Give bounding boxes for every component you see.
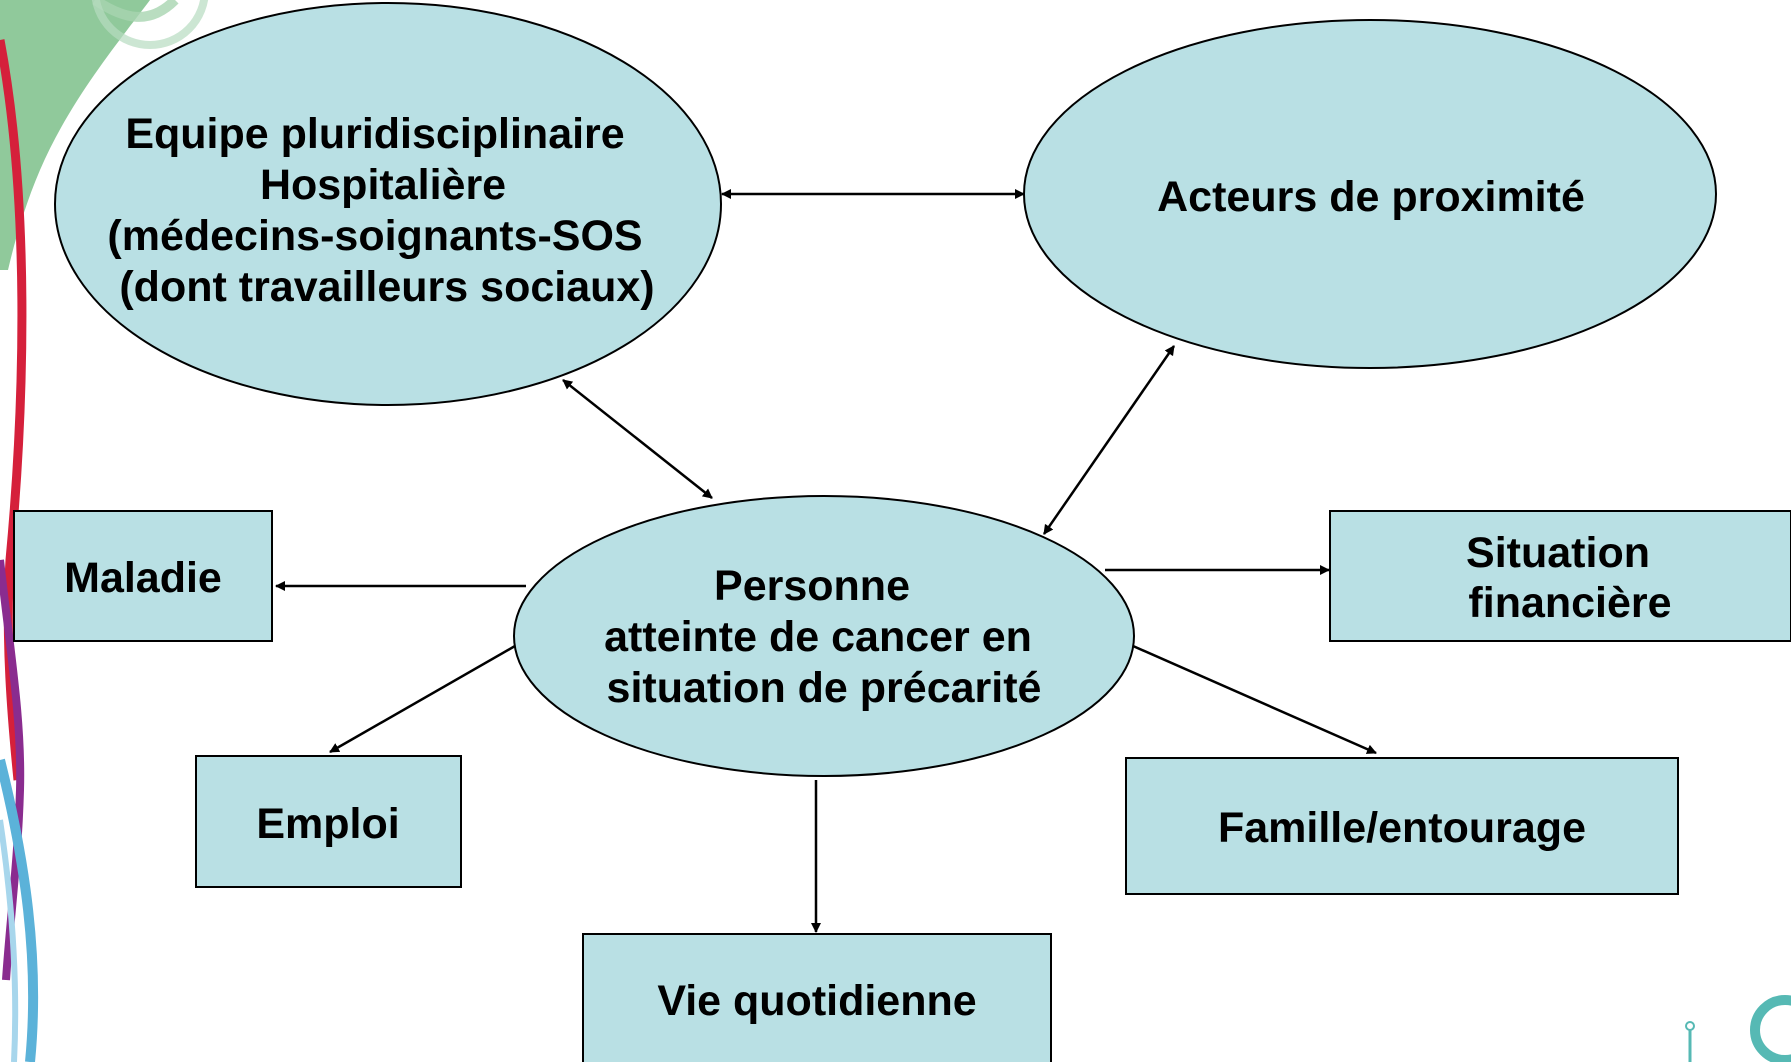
deco-blue-line (0, 758, 39, 1062)
node-vie-shape (582, 933, 1052, 1062)
node-maladie: Maladie (13, 510, 273, 642)
node-vie-label: Vie quotidienne (657, 977, 976, 1025)
node-acteurs-label: Acteurs de proximité (1157, 173, 1585, 221)
node-personne-label: Personne atteinte de cancer en situation… (604, 562, 1044, 712)
deco-ring-top (91, 0, 209, 49)
node-famille-line-1: Famille/entourage (1218, 804, 1586, 852)
node-situation-label: Situation financière (1466, 529, 1672, 627)
node-situation-shape (1329, 510, 1791, 642)
node-emploi-shape (195, 755, 462, 888)
deco-green-ring (92, 0, 179, 22)
node-equipe: Equipe pluridisciplinaire Hospitalière (… (54, 2, 722, 406)
node-personne-line-2: atteinte de cancer en (604, 613, 1032, 661)
node-acteurs-line-1: Acteurs de proximité (1157, 173, 1585, 221)
node-equipe-line-1: Equipe pluridisciplinaire (125, 110, 624, 158)
edge-personne-famille (1132, 644, 1377, 755)
node-equipe-label: Equipe pluridisciplinaire Hospitalière (… (107, 110, 654, 311)
node-personne-line-1: Personne (714, 562, 910, 610)
node-vie: Vie quotidienne (582, 933, 1052, 1062)
node-maladie-shape (13, 510, 273, 642)
node-equipe-line-4: (dont travailleurs sociaux) (119, 263, 654, 311)
deco-red-line (0, 39, 27, 781)
edge-personne-emploi (329, 644, 516, 754)
deco-green-swirl (0, 0, 150, 270)
node-acteurs: Acteurs de proximité (1023, 19, 1717, 369)
deco-pin-head (1685, 1021, 1695, 1031)
node-emploi-line-1: Emploi (256, 800, 399, 848)
edge-acteurs-personne (1042, 345, 1176, 535)
node-equipe-line-2: Hospitalière (260, 161, 506, 209)
deco-lightblue-line (0, 819, 19, 1062)
decoration-bottom-right (1685, 995, 1791, 1062)
edges (275, 189, 1377, 933)
edge-equipe-personne (562, 379, 713, 499)
node-emploi: Emploi (195, 755, 462, 888)
node-situation-line-2: financière (1468, 579, 1671, 627)
node-vie-line-1: Vie quotidienne (657, 977, 976, 1025)
deco-ring-bottom-right (1750, 995, 1791, 1062)
node-famille-label: Famille/entourage (1218, 804, 1586, 852)
node-personne: Personne atteinte de cancer en situation… (513, 495, 1135, 777)
node-acteurs-shape (1023, 19, 1717, 369)
node-personne-shape (513, 495, 1135, 777)
node-equipe-shape (54, 2, 722, 406)
node-personne-line-3: situation de précarité (607, 664, 1042, 712)
node-situation: Situation financière (1329, 510, 1791, 642)
node-situation-line-1: Situation (1466, 529, 1650, 577)
node-emploi-label: Emploi (256, 800, 399, 848)
node-maladie-line-1: Maladie (64, 554, 222, 602)
node-famille: Famille/entourage (1125, 757, 1679, 895)
node-famille-shape (1125, 757, 1679, 895)
decoration-left-swoosh (0, 0, 209, 1062)
node-equipe-line-3: (médecins-soignants-SOS (107, 212, 642, 260)
node-maladie-label: Maladie (64, 554, 222, 602)
